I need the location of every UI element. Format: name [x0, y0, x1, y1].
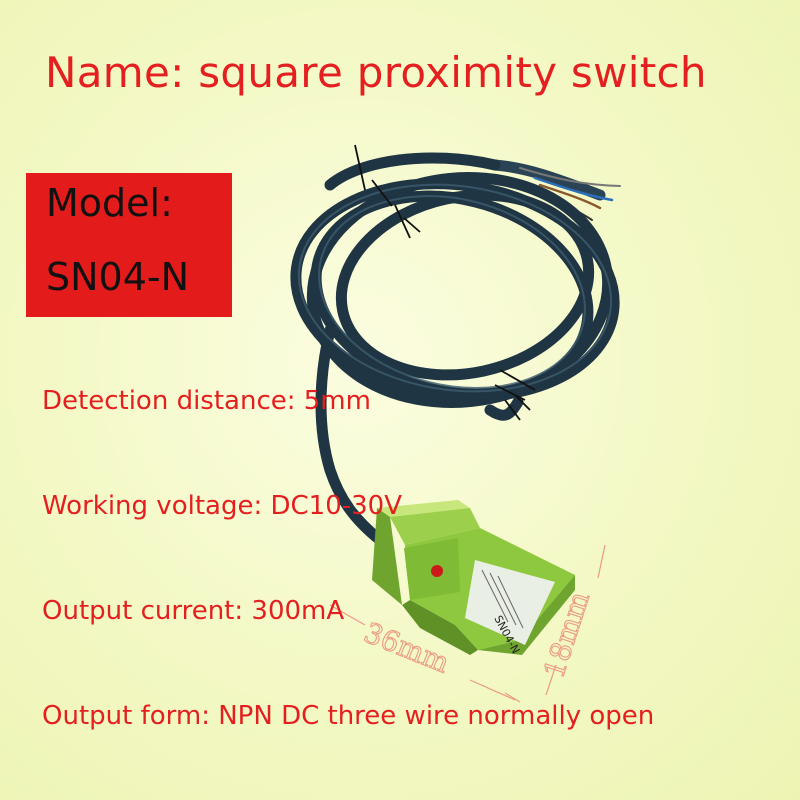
spec-detection-distance: Detection distance: 5mm [42, 386, 371, 416]
spec-working-voltage: Working voltage: DC10-30V [42, 491, 402, 521]
cable-ties [354, 144, 536, 421]
dimension-arrows [329, 544, 606, 703]
spec-output-form: Output form: NPN DC three wire normally … [42, 701, 655, 731]
model-label: Model: [46, 181, 173, 225]
model-value: SN04-N [46, 255, 190, 299]
sensor-housing: SN04-N [372, 500, 575, 656]
cable-highlights [297, 183, 613, 393]
model-badge: Model: SN04-N [26, 173, 232, 317]
cable-coil [290, 152, 620, 546]
spec-output-current: Output current: 300mA [42, 596, 345, 626]
product-title: Name: square proximity switch [45, 48, 707, 97]
